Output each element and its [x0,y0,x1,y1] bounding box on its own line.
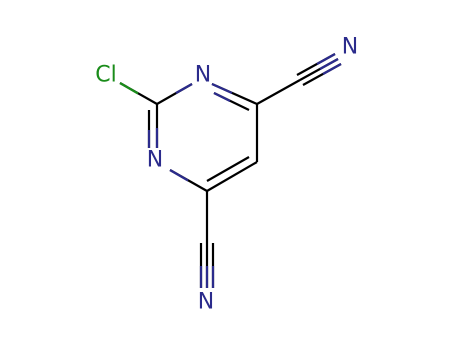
bond-nitrile-top-3-n [322,63,342,75]
atom-label-n-ring-left: N [147,148,163,173]
bonds [119,53,342,288]
bond-c2-cl-cl-part [119,82,139,95]
atom-label-n-nitrile-top: N [342,35,358,60]
bond-c2-n1-n-part [175,83,193,94]
bond-c5-c4-inner [206,156,250,182]
bond-nitrile-top-1-n [319,58,339,70]
bond-c6-cn-top [256,79,301,105]
atom-label-n-ring-top: N [195,63,211,88]
atom-label-cl: Cl [95,63,116,88]
bond-nitrile-top-2-n [316,53,336,65]
bond-n1-c6-n-part [211,82,233,95]
bond-n1-c6-inner-n-part [213,92,231,102]
bond-c5-c4 [206,161,258,192]
atom-labels: Cl N N N N [95,35,358,315]
bond-c4-n3-n-part [169,169,189,182]
atom-label-n-nitrile-bottom: N [198,290,214,315]
